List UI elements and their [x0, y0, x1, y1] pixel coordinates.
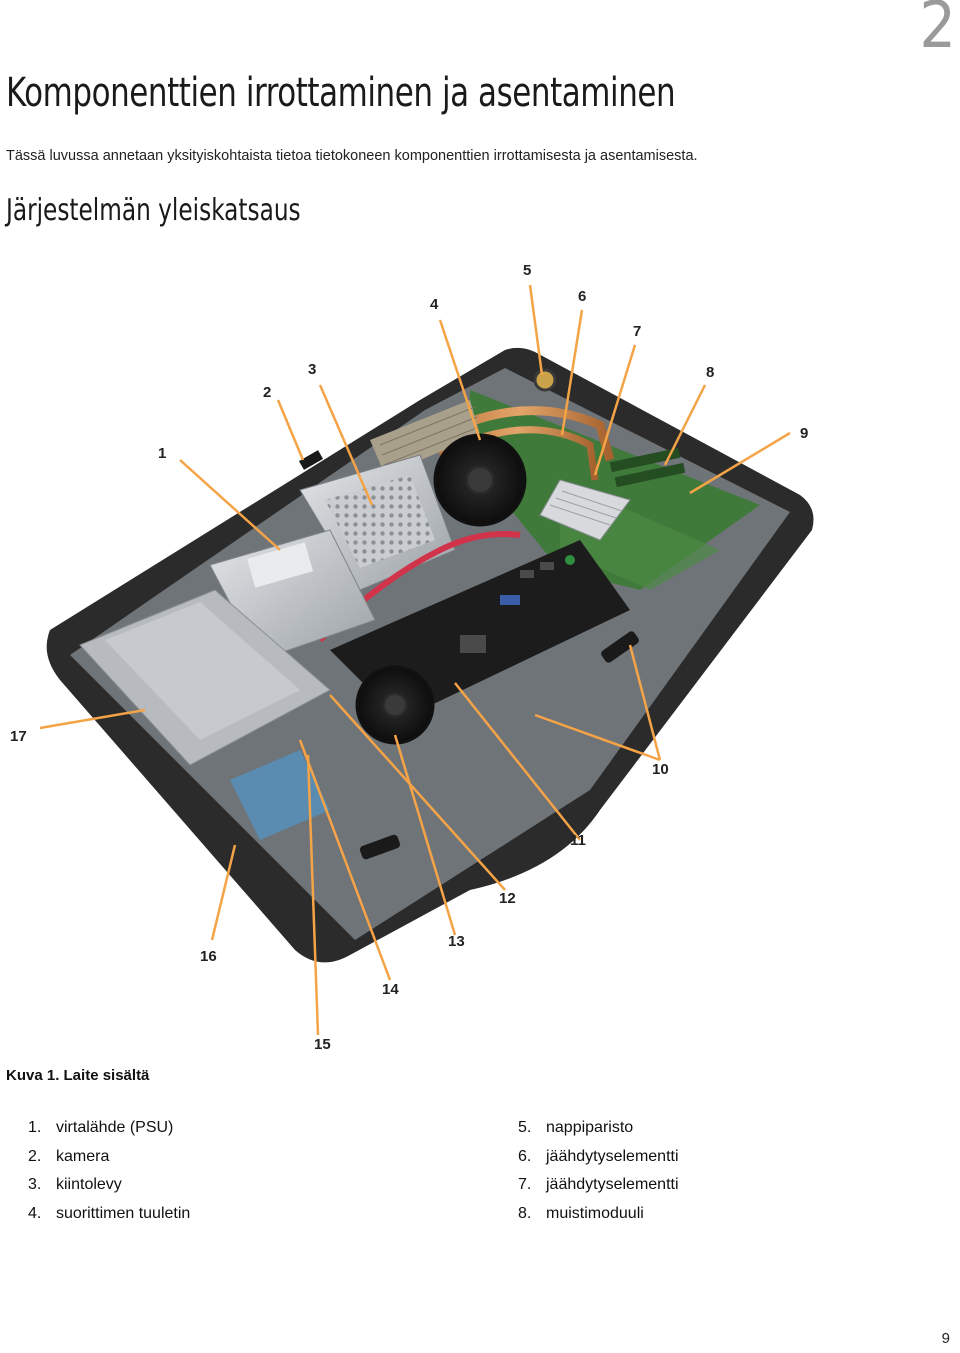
callout-16: 16: [200, 948, 217, 965]
list-item: 3. kiintolevy: [28, 1171, 190, 1200]
callout-10: 10: [652, 761, 669, 778]
list-item: 1. virtalähde (PSU): [28, 1114, 190, 1143]
computer-interior-figure: 1 2 3 4 5 6 7 8 9 10 11 12 13 14 15 16 1…: [10, 262, 814, 1053]
callout-3: 3: [308, 361, 316, 378]
speaker: [601, 631, 639, 663]
item-label: kamera: [56, 1147, 110, 1165]
item-number: 2.: [28, 1147, 42, 1165]
list-item: 7. jäähdytyselementti: [518, 1171, 679, 1200]
callout-7: 7: [633, 323, 641, 340]
callout-9: 9: [800, 425, 808, 442]
item-number: 5.: [518, 1119, 532, 1136]
item-label: virtalähde (PSU): [56, 1119, 174, 1136]
item-number: 7.: [518, 1176, 532, 1193]
chapter-number: 2: [919, 0, 956, 63]
callout-1: 1: [158, 445, 166, 462]
list-item: 5. nappiparisto: [518, 1114, 679, 1143]
figure-caption: Kuva 1. Laite sisältä: [6, 1067, 150, 1084]
item-label: muistimoduuli: [546, 1204, 644, 1222]
callout-8: 8: [706, 364, 714, 381]
parts-list-left: 1. virtalähde (PSU) 2. kamera 3. kiintolevy…: [28, 1114, 190, 1228]
item-label: suorittimen tuuletin: [56, 1204, 191, 1222]
callout-14: 14: [382, 981, 399, 998]
list-item: 2. kamera: [28, 1143, 190, 1172]
item-label: jäähdytyselementti: [546, 1147, 679, 1165]
coin-battery: [533, 368, 557, 392]
list-item: 6. jäähdytyselementti: [518, 1143, 679, 1172]
item-label: jäähdytyselementti: [546, 1176, 679, 1193]
item-number: 4.: [28, 1204, 42, 1222]
callout-15: 15: [314, 1036, 331, 1053]
camera-module: [298, 450, 324, 470]
item-number: 3.: [28, 1176, 42, 1193]
converter-board: [230, 750, 330, 840]
item-number: 8.: [518, 1204, 532, 1222]
callout-12: 12: [499, 890, 516, 907]
page-number: 9: [941, 1330, 950, 1347]
list-item: 8. muistimoduuli: [518, 1200, 679, 1229]
callout-4: 4: [430, 296, 439, 313]
callout-13: 13: [448, 933, 465, 950]
heat-sink: [539, 479, 631, 541]
memory-module: [609, 447, 681, 473]
section-title: Järjestelmän yleiskatsaus: [6, 193, 301, 228]
parts-list-right: 5. nappiparisto 6. jäähdytyselementti 7. jä…: [518, 1114, 679, 1228]
callout-leaders: [39, 284, 791, 1036]
callout-5: 5: [523, 262, 531, 279]
callout-6: 6: [578, 288, 586, 305]
item-label: nappiparisto: [546, 1119, 634, 1136]
item-label: kiintolevy: [56, 1176, 122, 1193]
item-number: 1.: [28, 1119, 42, 1136]
intro-text: Tässä luvussa annetaan yksityiskohtaista…: [6, 148, 698, 164]
page-title: Komponenttien irrottaminen ja asentamine…: [6, 70, 676, 116]
callout-17: 17: [10, 728, 27, 745]
callout-2: 2: [263, 384, 271, 401]
list-item: 4. suorittimen tuuletin: [28, 1200, 190, 1229]
item-number: 6.: [518, 1147, 532, 1165]
callout-11: 11: [570, 832, 586, 849]
